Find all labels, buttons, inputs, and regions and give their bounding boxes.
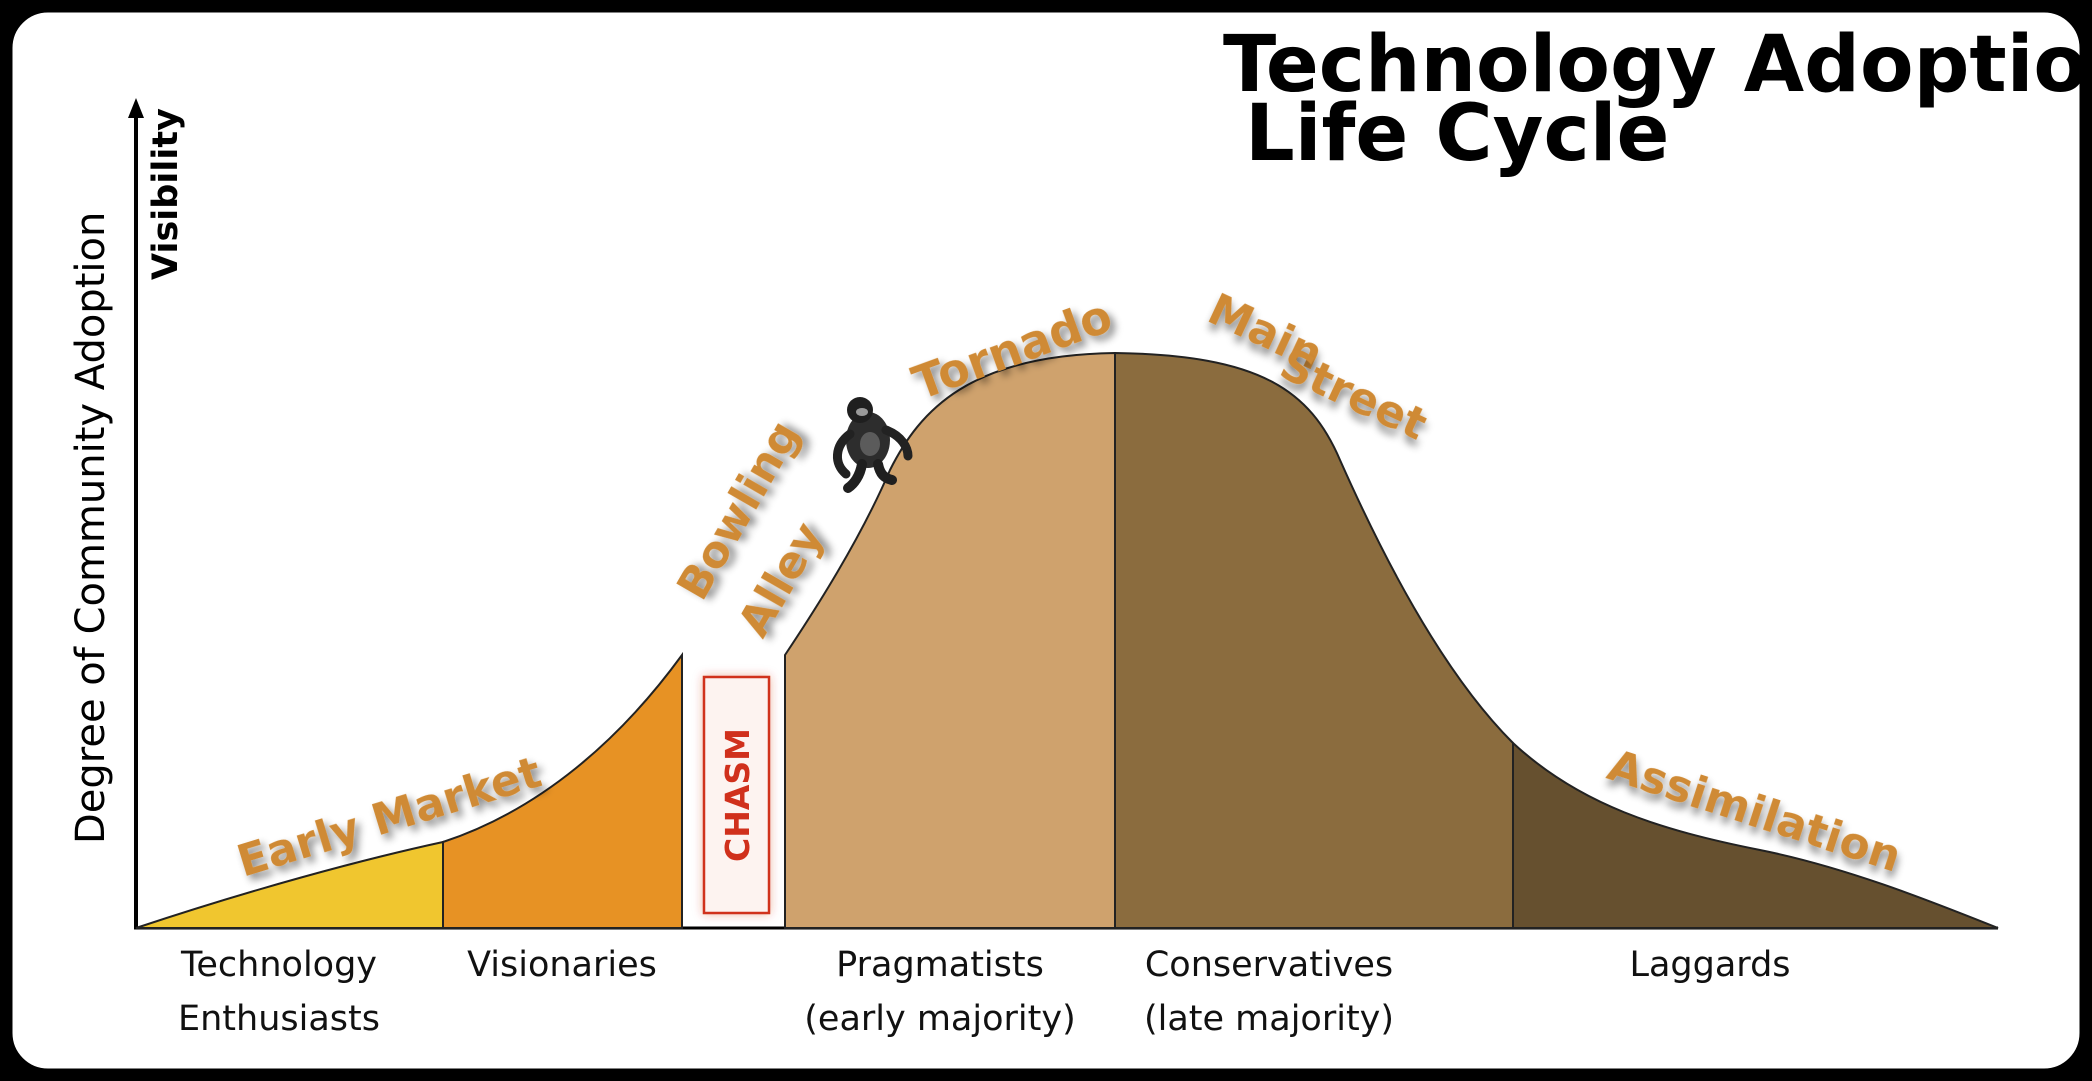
- group-late-majority: (late majority): [1144, 999, 1394, 1039]
- chasm-label: CHASM: [718, 728, 757, 862]
- visibility-label: Visibility: [146, 108, 186, 280]
- segment-enthusiasts: [135, 840, 444, 929]
- group-conservatives: Conservatives: [1145, 945, 1393, 985]
- gorilla-icon: [833, 397, 913, 493]
- group-early-majority: (early majority): [804, 999, 1075, 1039]
- segment-laggards: [1512, 740, 1999, 929]
- group-visionaries: Visionaries: [467, 945, 657, 985]
- group-enthusiasts: Enthusiasts: [178, 999, 380, 1039]
- chasm-box: [702, 675, 771, 915]
- segment-visionaries: [442, 651, 683, 929]
- y-axis-label: Degree of Community Adoption: [68, 212, 114, 844]
- y-axis-arrow: [128, 98, 144, 118]
- group-laggards: Laggards: [1629, 945, 1790, 985]
- group-technology: Technology: [180, 945, 377, 985]
- title-line-1: Technology Adoption: [1223, 20, 2092, 110]
- group-pragmatists: Pragmatists: [836, 945, 1044, 985]
- segment-pragmatists: [784, 351, 1116, 929]
- segment-conservatives: [1114, 351, 1514, 929]
- title-line-2: Life Cycle: [1245, 89, 1669, 179]
